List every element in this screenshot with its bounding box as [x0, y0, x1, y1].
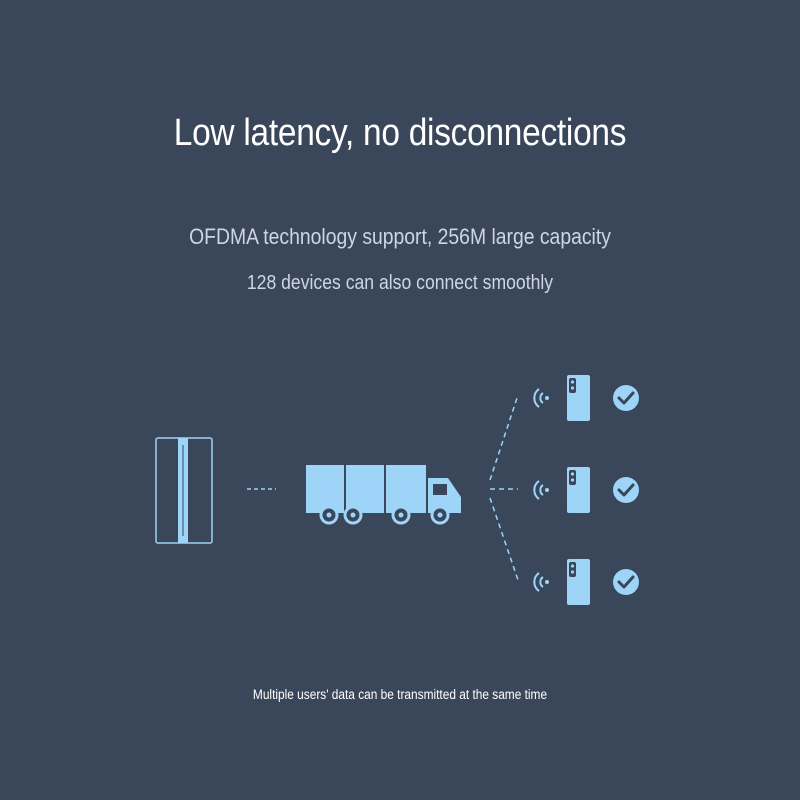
- fanout-lines: [489, 394, 519, 581]
- check-circle-icon: [613, 569, 639, 595]
- device-row-1: [533, 375, 639, 421]
- device-row-3: [533, 559, 639, 605]
- wifi-signal-icon: [533, 388, 549, 408]
- page-title: Low latency, no disconnections: [173, 112, 627, 154]
- subtitle-devices: 128 devices can also connect smoothly: [246, 272, 554, 294]
- router-icon: [155, 437, 213, 544]
- phone-icon: [567, 467, 590, 513]
- phone-icon: [567, 559, 590, 605]
- phone-icon: [567, 375, 590, 421]
- subtitle-capacity: OFDMA technology support, 256M large cap…: [189, 224, 611, 249]
- truck-icon: [306, 465, 461, 525]
- check-circle-icon: [613, 385, 639, 411]
- device-row-2: [533, 467, 639, 513]
- wifi-signal-icon: [533, 480, 549, 500]
- wifi-signal-icon: [533, 572, 549, 592]
- caption-text: Multiple users' data can be transmitted …: [252, 687, 548, 702]
- check-circle-icon: [613, 477, 639, 503]
